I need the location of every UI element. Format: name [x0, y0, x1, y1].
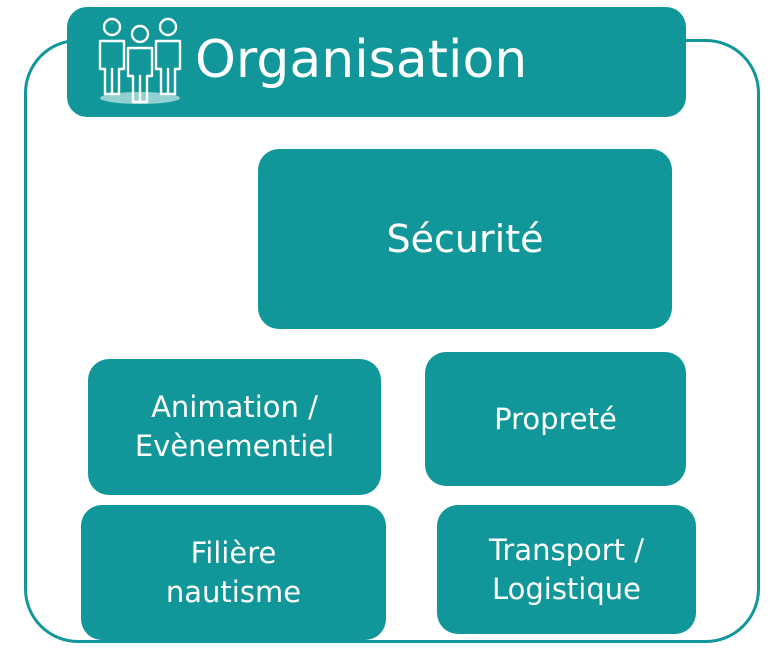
- transport-label-line2: Logistique: [491, 571, 641, 606]
- people-group-icon: [98, 17, 182, 104]
- proprete-label: Propreté: [494, 401, 617, 436]
- proprete-box: Propreté: [425, 352, 686, 486]
- animation-label-line1: Animation /: [151, 390, 318, 424]
- organisation-header: Organisation: [67, 7, 686, 117]
- transport-logistique-box: Transport / Logistique: [437, 505, 696, 634]
- filiere-nautisme-box: Filière nautisme: [81, 505, 386, 640]
- securite-label: Sécurité: [386, 216, 544, 261]
- animation-evenementiel-box: Animation / Evènementiel: [88, 359, 381, 495]
- transport-label-line1: Transport /: [488, 532, 645, 567]
- filiere-label-line2: nautisme: [165, 574, 302, 609]
- securite-box: Sécurité: [258, 149, 672, 329]
- filiere-label-line1: Filière: [190, 535, 277, 570]
- animation-label-line2: Evènementiel: [134, 429, 335, 463]
- page-title: Organisation: [195, 30, 528, 90]
